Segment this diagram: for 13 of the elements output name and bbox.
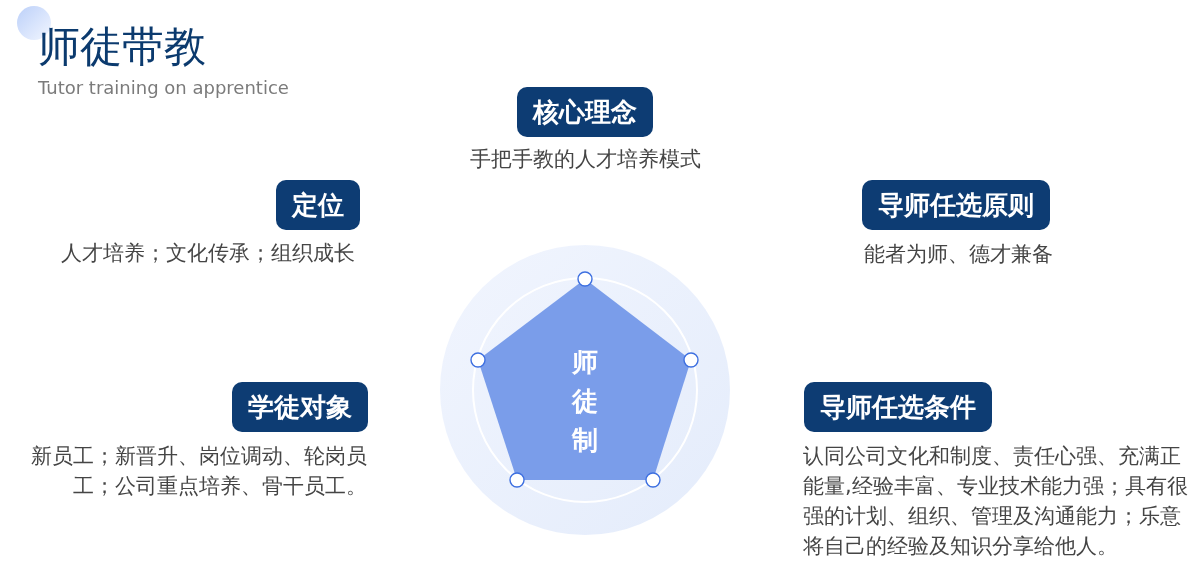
title: 师徒带教 (38, 22, 206, 72)
description-text: 人才培养；文化传承；组织成长 (61, 240, 355, 267)
description-text: 能者为师、德才兼备 (864, 241, 1053, 268)
description-text: 认同公司文化和制度、责任心强、充满正能量,经验丰富、专业技术能力强；具有很强的计划、组织、管理及沟通能力；乐意将自己的经验及知识分享给他人。 (803, 443, 1189, 560)
heading-tag: 导师任选条件 (804, 382, 992, 432)
description-text: 新员工；新晋升、岗位调动、轮岗员工；公司重点培养、骨干员工。 (30, 443, 367, 500)
heading-tag: 定位 (276, 180, 360, 230)
heading-tag: 导师任选原则 (862, 180, 1050, 230)
heading-tag: 核心理念 (517, 87, 653, 137)
subtitle: Tutor training on apprentice (38, 76, 289, 100)
center-label: 师徒制 (571, 346, 598, 457)
heading-tag: 学徒对象 (232, 382, 368, 432)
description-text: 手把手教的人才培养模式 (469, 146, 701, 173)
